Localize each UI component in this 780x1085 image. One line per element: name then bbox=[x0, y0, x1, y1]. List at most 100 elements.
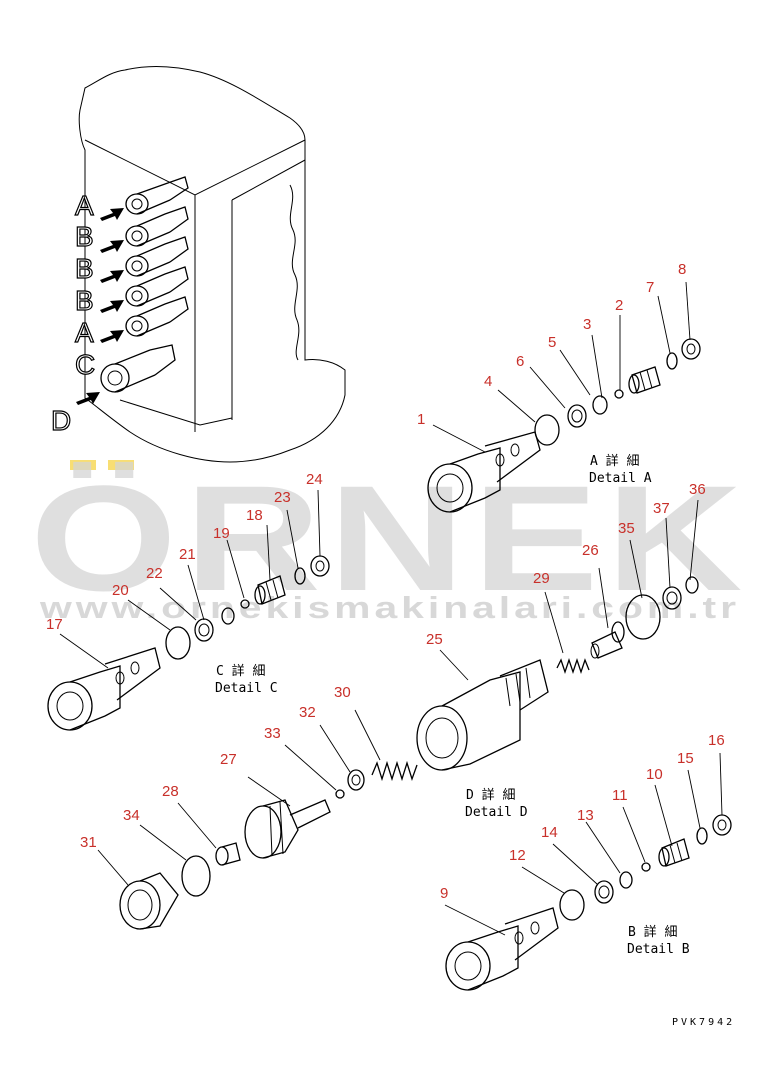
detail-b-parts bbox=[445, 814, 732, 991]
callout-11: 11 bbox=[612, 787, 628, 804]
valve-body-wavy-side bbox=[289, 184, 300, 361]
callout-8: 8 bbox=[678, 261, 686, 278]
part-35-o-ring bbox=[625, 594, 661, 640]
callout-31: 31 bbox=[80, 834, 97, 851]
callout-numbers: 1 2 3 4 5 6 7 8 9 10 11 12 13 14 15 16 1… bbox=[46, 261, 725, 902]
part-19-ball bbox=[240, 599, 250, 609]
callout-33: 33 bbox=[264, 725, 281, 742]
part-9-valve bbox=[445, 907, 559, 991]
valve-body-lower-edge bbox=[119, 399, 233, 426]
part-17-valve bbox=[47, 647, 161, 731]
callout-28: 28 bbox=[162, 783, 179, 800]
control-valve-body bbox=[78, 65, 346, 463]
detail-c-jp: C 詳 細 bbox=[216, 663, 265, 679]
part-14-backup-ring bbox=[594, 880, 614, 904]
valve-body-right-face bbox=[231, 159, 306, 420]
callout-19: 19 bbox=[213, 525, 230, 542]
callout-36: 36 bbox=[689, 481, 706, 498]
valve-label-1: A bbox=[75, 190, 94, 221]
callout-2: 2 bbox=[615, 297, 623, 314]
valve-label-7: D bbox=[51, 405, 71, 436]
spool-6 bbox=[100, 344, 176, 393]
part-31-plug bbox=[119, 872, 179, 930]
callout-34: 34 bbox=[123, 807, 140, 824]
spool-arrows bbox=[76, 208, 124, 405]
detail-a-en: Detail A bbox=[589, 471, 652, 486]
callout-6: 6 bbox=[516, 353, 524, 370]
part-27-piston bbox=[244, 799, 331, 859]
part-33-ball bbox=[335, 789, 345, 799]
part-6-backup-ring bbox=[567, 404, 587, 428]
callout-9: 9 bbox=[440, 885, 448, 902]
part-34-o-ring bbox=[181, 855, 211, 897]
drawing-code: PVK7942 bbox=[672, 1017, 735, 1028]
valve-label-5: A bbox=[75, 317, 94, 348]
callout-21: 21 bbox=[179, 546, 196, 563]
detail-d-parts bbox=[119, 576, 699, 930]
part-29-spring bbox=[556, 657, 590, 675]
spool-4 bbox=[125, 266, 189, 307]
detail-b-en: Detail B bbox=[627, 942, 690, 957]
callout-18: 18 bbox=[246, 507, 263, 524]
callout-23: 23 bbox=[274, 489, 291, 506]
callout-22: 22 bbox=[146, 565, 163, 582]
arrow-icon bbox=[76, 392, 100, 405]
part-28-spacer bbox=[215, 846, 229, 866]
arrow-icon bbox=[100, 270, 124, 283]
detail-c-en: Detail C bbox=[215, 681, 278, 696]
callout-32: 32 bbox=[299, 704, 316, 721]
callout-30: 30 bbox=[334, 684, 351, 701]
valve-label-2: B bbox=[75, 221, 94, 252]
detail-a-parts bbox=[427, 338, 701, 513]
detail-labels: A 詳 細 Detail A C 詳 細 Detail C D 詳 細 Deta… bbox=[215, 453, 690, 957]
callout-16: 16 bbox=[708, 732, 725, 749]
valve-body-top bbox=[84, 139, 306, 196]
callout-5: 5 bbox=[548, 334, 556, 351]
spool-1 bbox=[125, 176, 189, 215]
valve-label-4: B bbox=[75, 285, 94, 316]
part-30-spring bbox=[371, 760, 418, 782]
part-28-body bbox=[221, 842, 241, 866]
arrow-icon bbox=[100, 240, 124, 253]
arrow-icon bbox=[100, 330, 124, 343]
callout-29: 29 bbox=[533, 570, 550, 587]
watermark-accent-left bbox=[70, 460, 96, 470]
callout-12: 12 bbox=[509, 847, 526, 864]
spool-3 bbox=[125, 236, 189, 277]
callout-26: 26 bbox=[582, 542, 599, 559]
callout-37: 37 bbox=[653, 500, 670, 517]
spool-stack bbox=[100, 176, 189, 393]
part-37-backup-ring bbox=[662, 586, 682, 610]
part-18-plug bbox=[254, 575, 286, 605]
valve-label-3: B bbox=[75, 253, 94, 284]
part-5-o-ring bbox=[592, 395, 608, 415]
spool-2 bbox=[125, 206, 189, 247]
part-32-ring bbox=[347, 769, 365, 791]
part-8-seal bbox=[681, 338, 701, 360]
detail-d-en: Detail D bbox=[465, 805, 528, 820]
part-13-o-ring bbox=[619, 871, 633, 889]
callout-35: 35 bbox=[618, 520, 635, 537]
callout-7: 7 bbox=[646, 279, 654, 296]
part-12-o-ring bbox=[559, 889, 585, 921]
part-36-o-ring bbox=[685, 576, 699, 594]
watermark-brand: ÖRNEK bbox=[30, 454, 750, 622]
watermark-url: www.ornekismakinalari.com.tr bbox=[39, 590, 740, 625]
callout-27: 27 bbox=[220, 751, 237, 768]
callout-17: 17 bbox=[46, 616, 63, 633]
part-7-o-ring bbox=[666, 352, 678, 370]
part-2-plug bbox=[628, 366, 661, 394]
detail-b-jp: B 詳 細 bbox=[628, 924, 677, 940]
callout-20: 20 bbox=[112, 582, 129, 599]
callout-14: 14 bbox=[541, 824, 558, 841]
callout-10: 10 bbox=[646, 766, 663, 783]
callout-3: 3 bbox=[583, 316, 591, 333]
part-1-valve bbox=[427, 431, 541, 513]
valve-body-outline bbox=[78, 65, 346, 463]
part-22-o-ring bbox=[221, 607, 235, 625]
callout-15: 15 bbox=[677, 750, 694, 767]
callout-24: 24 bbox=[306, 471, 323, 488]
detail-d-jp: D 詳 細 bbox=[466, 787, 515, 803]
part-3-ball bbox=[614, 389, 624, 399]
